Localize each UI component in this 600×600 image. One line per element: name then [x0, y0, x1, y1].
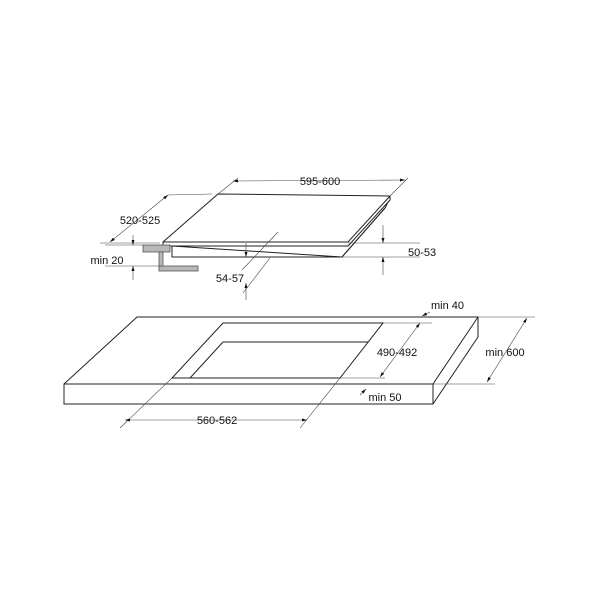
- label-built-in-depth: 54-57: [216, 273, 244, 285]
- label-front-clearance: min 20: [90, 255, 123, 267]
- hob-dimension-lines: [100, 177, 420, 300]
- worktop-dimension-lines: [119, 311, 535, 429]
- mounting-bracket: [142, 244, 199, 272]
- label-hob-depth: 520-525: [120, 215, 160, 227]
- label-worktop-depth: min 600: [485, 347, 524, 359]
- label-hob-width: 595-600: [300, 176, 340, 188]
- label-cutout-depth: 490-492: [377, 347, 417, 359]
- label-rear-clearance: min 40: [431, 300, 464, 312]
- label-front-edge-clearance: min 50: [368, 392, 401, 404]
- label-cutout-width: 560-562: [197, 415, 237, 427]
- worktop: [63, 316, 479, 405]
- label-hob-height: 50-53: [408, 247, 436, 259]
- hob: [162, 193, 391, 258]
